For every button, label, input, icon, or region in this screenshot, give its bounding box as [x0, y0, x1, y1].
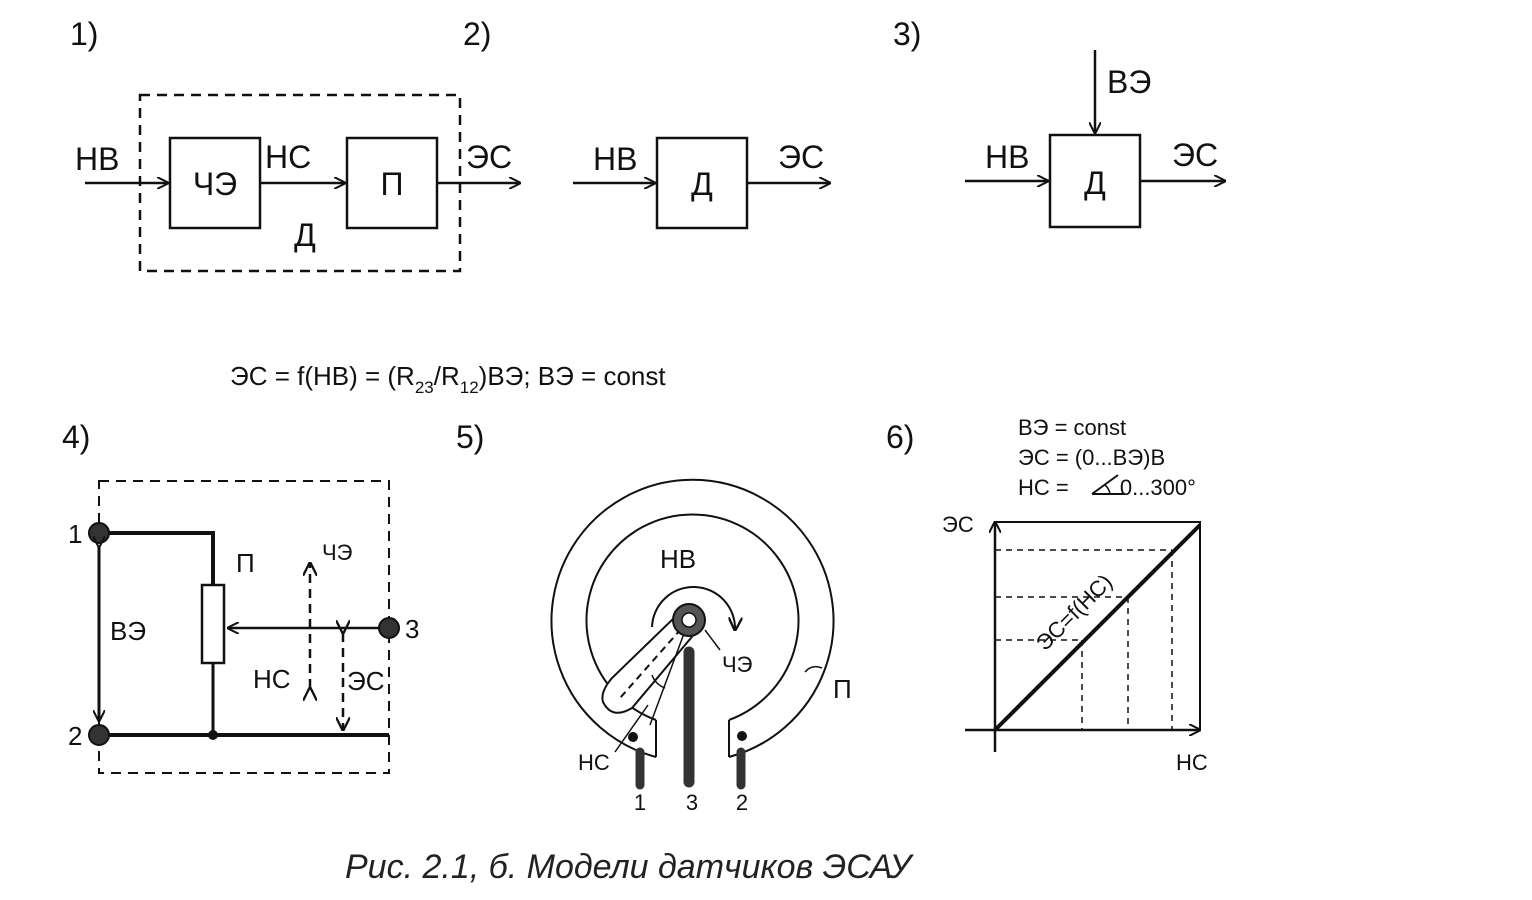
junction [208, 730, 218, 740]
block-b-label: П [381, 166, 404, 202]
pin-2-label: 2 [736, 790, 748, 815]
angle-arc [651, 674, 666, 689]
spec-line-3: НС = 0...300° [1018, 475, 1196, 500]
panel-4: 4) 1 2 3 ВЭ П ЧЭ НС ЭС [62, 419, 419, 774]
spec-line-1: ВЭ = const [1018, 415, 1126, 440]
ns-label: НС [253, 664, 291, 694]
panel-5-number: 5) [456, 419, 484, 455]
resistor [200, 583, 226, 665]
sensor-boundary [98, 480, 390, 774]
ns-label: НС [578, 750, 610, 775]
resistive-track [585, 513, 800, 721]
che-leader [704, 629, 721, 651]
angle-ref-line [649, 619, 690, 726]
input-label: НВ [593, 141, 637, 177]
terminal-2-label: 2 [68, 721, 82, 751]
panel-2-number: 2) [463, 16, 491, 52]
y-axis-label: ЭС [942, 512, 974, 537]
pin-2-contact [737, 731, 747, 741]
shaft-center [681, 612, 697, 628]
panel-6-number: 6) [886, 419, 914, 455]
pin-1-contact [628, 732, 638, 742]
es-label: ЭС [347, 666, 384, 696]
p-label: П [833, 674, 852, 704]
aux-label: ВЭ [1107, 64, 1151, 100]
grid-dashes [995, 549, 1173, 730]
group-label: Д [294, 217, 316, 253]
transfer-characteristic-line [993, 523, 1202, 732]
input-label: НВ [985, 139, 1029, 175]
pin-3-label: 3 [686, 790, 698, 815]
ve-label: ВЭ [110, 616, 146, 646]
wire-top [99, 531, 215, 585]
figure-caption: Рис. 2.1, б. Модели датчиков ЭСАУ [345, 848, 914, 886]
block-a-label: ЧЭ [193, 166, 237, 202]
panel-3: 3) ВЭ НВ Д ЭС [893, 16, 1225, 229]
panel-5: 5) НВ ЧЭ П НС 1 3 2 [456, 419, 852, 815]
wiper-axis [619, 619, 690, 699]
ns-leader [614, 704, 649, 753]
panel-1-number: 1) [70, 16, 98, 52]
rotation-arrow [651, 585, 735, 630]
mid-signal-label: НС [265, 139, 311, 175]
panel-4-number: 4) [62, 419, 90, 455]
wiper-arm [601, 615, 698, 714]
output-label: ЭС [1172, 137, 1218, 173]
output-label: ЭС [778, 139, 824, 175]
terminal-1-label: 1 [68, 519, 82, 549]
panel-1: 1) НВ ЧЭ НС П ЭС Д [70, 16, 520, 273]
che-label: ЧЭ [322, 540, 353, 565]
angle-icon [1091, 474, 1125, 495]
output-label: ЭС [466, 139, 512, 175]
nv-label: НВ [660, 544, 696, 574]
terminal-3 [378, 617, 400, 639]
formula: ЭС = f(НВ) = (R23/R12)ВЭ; ВЭ = const [230, 361, 666, 397]
terminal-1 [88, 522, 110, 544]
block-label: Д [691, 166, 713, 202]
curve-label: ЭС=f(НС) [1031, 569, 1117, 655]
housing [550, 478, 835, 758]
panel-6: 6) ВЭ = const ЭС = (0...ВЭ)В НС = 0...30… [886, 415, 1208, 775]
p-leader [804, 665, 823, 673]
terminal-2 [88, 724, 110, 746]
block-label: Д [1084, 165, 1106, 201]
terminal-3-label: 3 [405, 614, 419, 644]
che-label: ЧЭ [722, 652, 753, 677]
pin-1-label: 1 [634, 790, 646, 815]
input-label: НВ [75, 141, 119, 177]
x-axis-label: НС [1176, 750, 1208, 775]
panel-3-number: 3) [893, 16, 921, 52]
p-label: П [236, 548, 255, 578]
panel-2: 2) НВ Д ЭС [463, 16, 830, 230]
spec-line-2: ЭС = (0...ВЭ)В [1018, 445, 1165, 470]
